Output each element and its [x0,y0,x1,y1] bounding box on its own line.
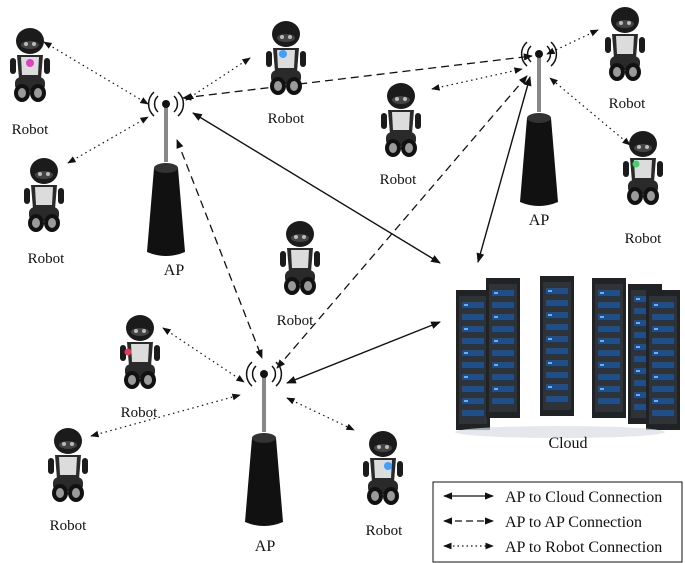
robot-label: Robot [28,251,66,267]
robot-icon [48,428,88,502]
robot-2-connection [185,57,251,101]
robot-3-connection [67,116,149,164]
legend: AP to Cloud Connection AP to AP Connecti… [432,481,683,563]
robot-icon [381,83,421,157]
cloud-label: Cloud [548,435,587,452]
ap-left-label: AP [164,262,185,279]
robot-led [632,160,640,168]
robot-1: Robot [10,28,50,138]
server-rack-icon [456,276,680,430]
robot-icon [623,131,663,205]
robot-8: Robot [120,315,160,421]
robot-icon [363,431,403,505]
robot-3: Robot [24,158,65,267]
access-point-icon [519,41,559,207]
access-point-bottom: AP [244,361,284,555]
robot-led [124,348,132,356]
ap-bottom-to-cloud-connection [286,321,441,384]
robot-icon [266,21,306,95]
robot-icon [24,158,64,232]
robot-7: Robot [277,221,320,329]
access-point-right: AP [519,41,559,229]
robot-9-connection [90,393,241,438]
robot-5: Robot [380,83,421,188]
robot-label: Robot [50,518,88,534]
robot-4: Robot [605,7,646,112]
robot-label: Robot [121,405,159,421]
legend-label: AP to Robot Connection [505,539,662,556]
robot-4-connection [546,29,599,55]
access-point-icon [244,361,284,527]
robot-8-connection [162,327,245,383]
robot-label: Robot [609,96,647,112]
robot-label: Robot [366,523,404,539]
robot-icon [605,7,645,81]
cloud-servers: Cloud [455,276,680,452]
legend-item-solid: AP to Cloud Connection [443,489,662,506]
access-point-icon [146,91,186,257]
robot-9: Robot [48,428,88,534]
robot-label: Robot [625,231,663,247]
ap-right-to-cloud-connection [476,76,532,263]
robot-led [384,462,392,470]
robot-10-connection [286,397,355,431]
legend-label: AP to AP Connection [505,514,642,531]
legend-item-dashed: AP to AP Connection [443,514,642,531]
ap-left-to-ap-bottom-connection [176,139,263,359]
ap-left-to-ap-right-connection [182,53,533,101]
robot-label: Robot [380,172,418,188]
robot-1-connection [43,41,149,105]
ap-right-label: AP [529,212,550,229]
robot-6: Robot [623,131,663,247]
legend-item-dotted: AP to Robot Connection [443,539,662,556]
robot-2: Robot [266,21,306,127]
legend-label: AP to Cloud Connection [505,489,662,506]
ap-bottom-label: AP [255,538,276,555]
robot-led [279,50,287,58]
robot-10: Robot [363,431,403,539]
robot-led [26,59,34,67]
robot-label: Robot [277,313,315,329]
robot-label: Robot [268,111,306,127]
robot-label: Robot [12,122,50,138]
robot-5-connection [431,67,523,91]
connections [43,29,631,438]
access-point-left: AP [146,91,186,279]
robot-icon [280,221,320,295]
